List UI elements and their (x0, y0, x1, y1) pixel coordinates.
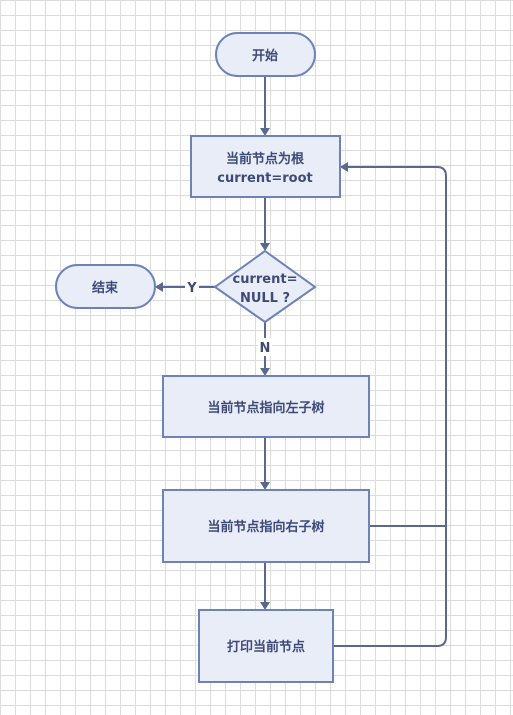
arrowhead (260, 243, 270, 251)
arrowhead (340, 162, 348, 172)
start-label: 开始 (252, 48, 278, 64)
end-node: 结束 (55, 264, 156, 309)
print-node: 打印当前节点 (198, 609, 334, 683)
go-right-node: 当前节点指向右子树 (162, 489, 370, 563)
start-node: 开始 (215, 32, 316, 77)
arrowhead (260, 368, 270, 376)
arrowhead (260, 128, 270, 136)
yes-label: Y (186, 281, 197, 296)
no-label: N (260, 341, 271, 356)
no-label-bg (258, 338, 272, 356)
go-left-node: 当前节点指向左子树 (162, 375, 370, 438)
decision-label-line1: current= (233, 272, 298, 287)
edge-loop-back (333, 166, 447, 647)
decision-node: current= NULL ? (213, 249, 317, 324)
decision-label-line2: NULL ? (240, 291, 290, 306)
arrowhead (155, 282, 163, 292)
arrowhead (260, 482, 270, 490)
end-label: 结束 (92, 280, 119, 296)
arrowhead (260, 602, 270, 610)
set-root-label-line1: 当前节点为根 (226, 151, 305, 167)
go-left-label: 当前节点指向左子树 (207, 400, 324, 416)
print-label: 打印当前节点 (227, 639, 305, 655)
set-root-label-line2: current=root (217, 171, 312, 186)
set-root-node: 当前节点为根 current=root (190, 135, 341, 198)
go-right-label: 当前节点指向右子树 (207, 519, 324, 535)
yes-label-bg (185, 278, 199, 296)
